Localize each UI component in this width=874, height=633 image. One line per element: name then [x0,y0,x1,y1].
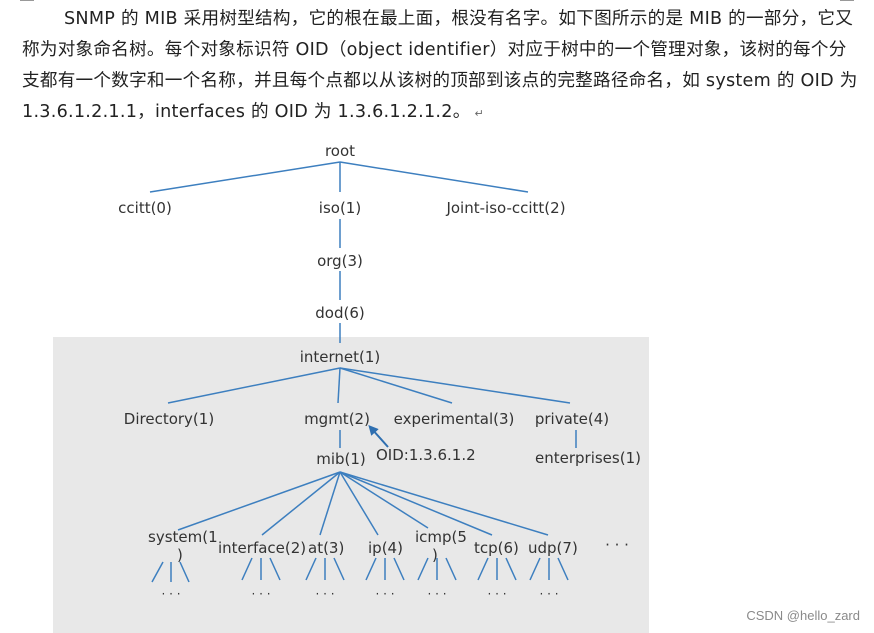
node-ip: ip(4) [368,539,403,557]
node-system-line2: ) [177,546,183,564]
edge-mib-tcp [339,471,493,536]
node-tcp: tcp(6) [474,539,519,557]
node-private: private(4) [535,410,609,428]
edge-mib-udp [339,471,549,536]
node-dod: dod(6) [315,304,364,322]
return-mark: ↵ [474,107,485,120]
page-corner-mark-left [20,0,34,7]
node-joint-iso-ccitt: Joint-iso-ccitt(2) [445,199,565,217]
oid-annotation-label: OID:1.3.6.1.2 [376,446,476,464]
edge-internet-mgmt [337,367,341,404]
csdn-watermark: CSDN @hello_zard [746,608,860,623]
leaf-stubs [151,557,569,583]
edge-mib-at [319,471,341,536]
node-iso: iso(1) [319,199,361,217]
edge-internet-private [339,367,571,404]
edge-internet-experimental [339,367,453,404]
edge-mib-ip [339,471,379,536]
edge-mib-icmp [339,471,429,529]
node-directory: Directory(1) [124,410,214,428]
node-udp: udp(7) [528,539,578,557]
node-interface: interface(2) [218,539,306,557]
node-system-line1: system(1 [148,528,218,546]
edge-root-joint [339,161,529,193]
node-mgmt: mgmt(2) [304,410,370,428]
tree-labels: root ccitt(0) iso(1) Joint-iso-ccitt(2) … [118,142,641,564]
leaf-ellipsis-icmp: · · · [427,587,446,601]
leaf-ellipsis-interface: · · · [251,587,270,601]
leaf-ellipses: · · · · · · · · · · · · · · · · · · · · … [161,587,558,601]
node-org: org(3) [317,252,363,270]
intro-paragraph-text: SNMP 的 MIB 采用树型结构，它的根在最上面，根没有名字。如下图所示的是 … [22,9,858,122]
tree-edges [149,161,577,536]
node-root: root [325,142,355,160]
page-corner-mark-right [840,0,854,7]
internet-subtree-panel [53,337,649,633]
oid-annotation-arrow [368,425,389,448]
node-mib: mib(1) [316,450,366,468]
node-at: at(3) [308,539,344,557]
node-internet: internet(1) [300,348,381,366]
leaf-ellipsis-at: · · · [315,587,334,601]
node-icmp-line1: icmp(5 [415,528,467,546]
edge-mib-interface [261,471,341,536]
intro-paragraph: SNMP 的 MIB 采用树型结构，它的根在最上面，根没有名字。如下图所示的是 … [22,4,858,129]
node-experimental: experimental(3) [394,410,515,428]
leaf-ellipsis-ip: · · · [375,587,394,601]
leaf-ellipsis-tcp: · · · [487,587,506,601]
node-icmp-line2: ) [432,546,438,564]
edge-internet-directory [167,367,341,404]
edge-mib-system [177,471,341,531]
node-enterprises: enterprises(1) [535,449,641,467]
edge-root-ccitt [149,161,341,193]
leaf-ellipsis-system: · · · [161,587,180,601]
leaf-ellipsis-udp: · · · [539,587,558,601]
more-siblings-ellipsis: · · · [605,536,629,554]
node-ccitt: ccitt(0) [118,199,172,217]
